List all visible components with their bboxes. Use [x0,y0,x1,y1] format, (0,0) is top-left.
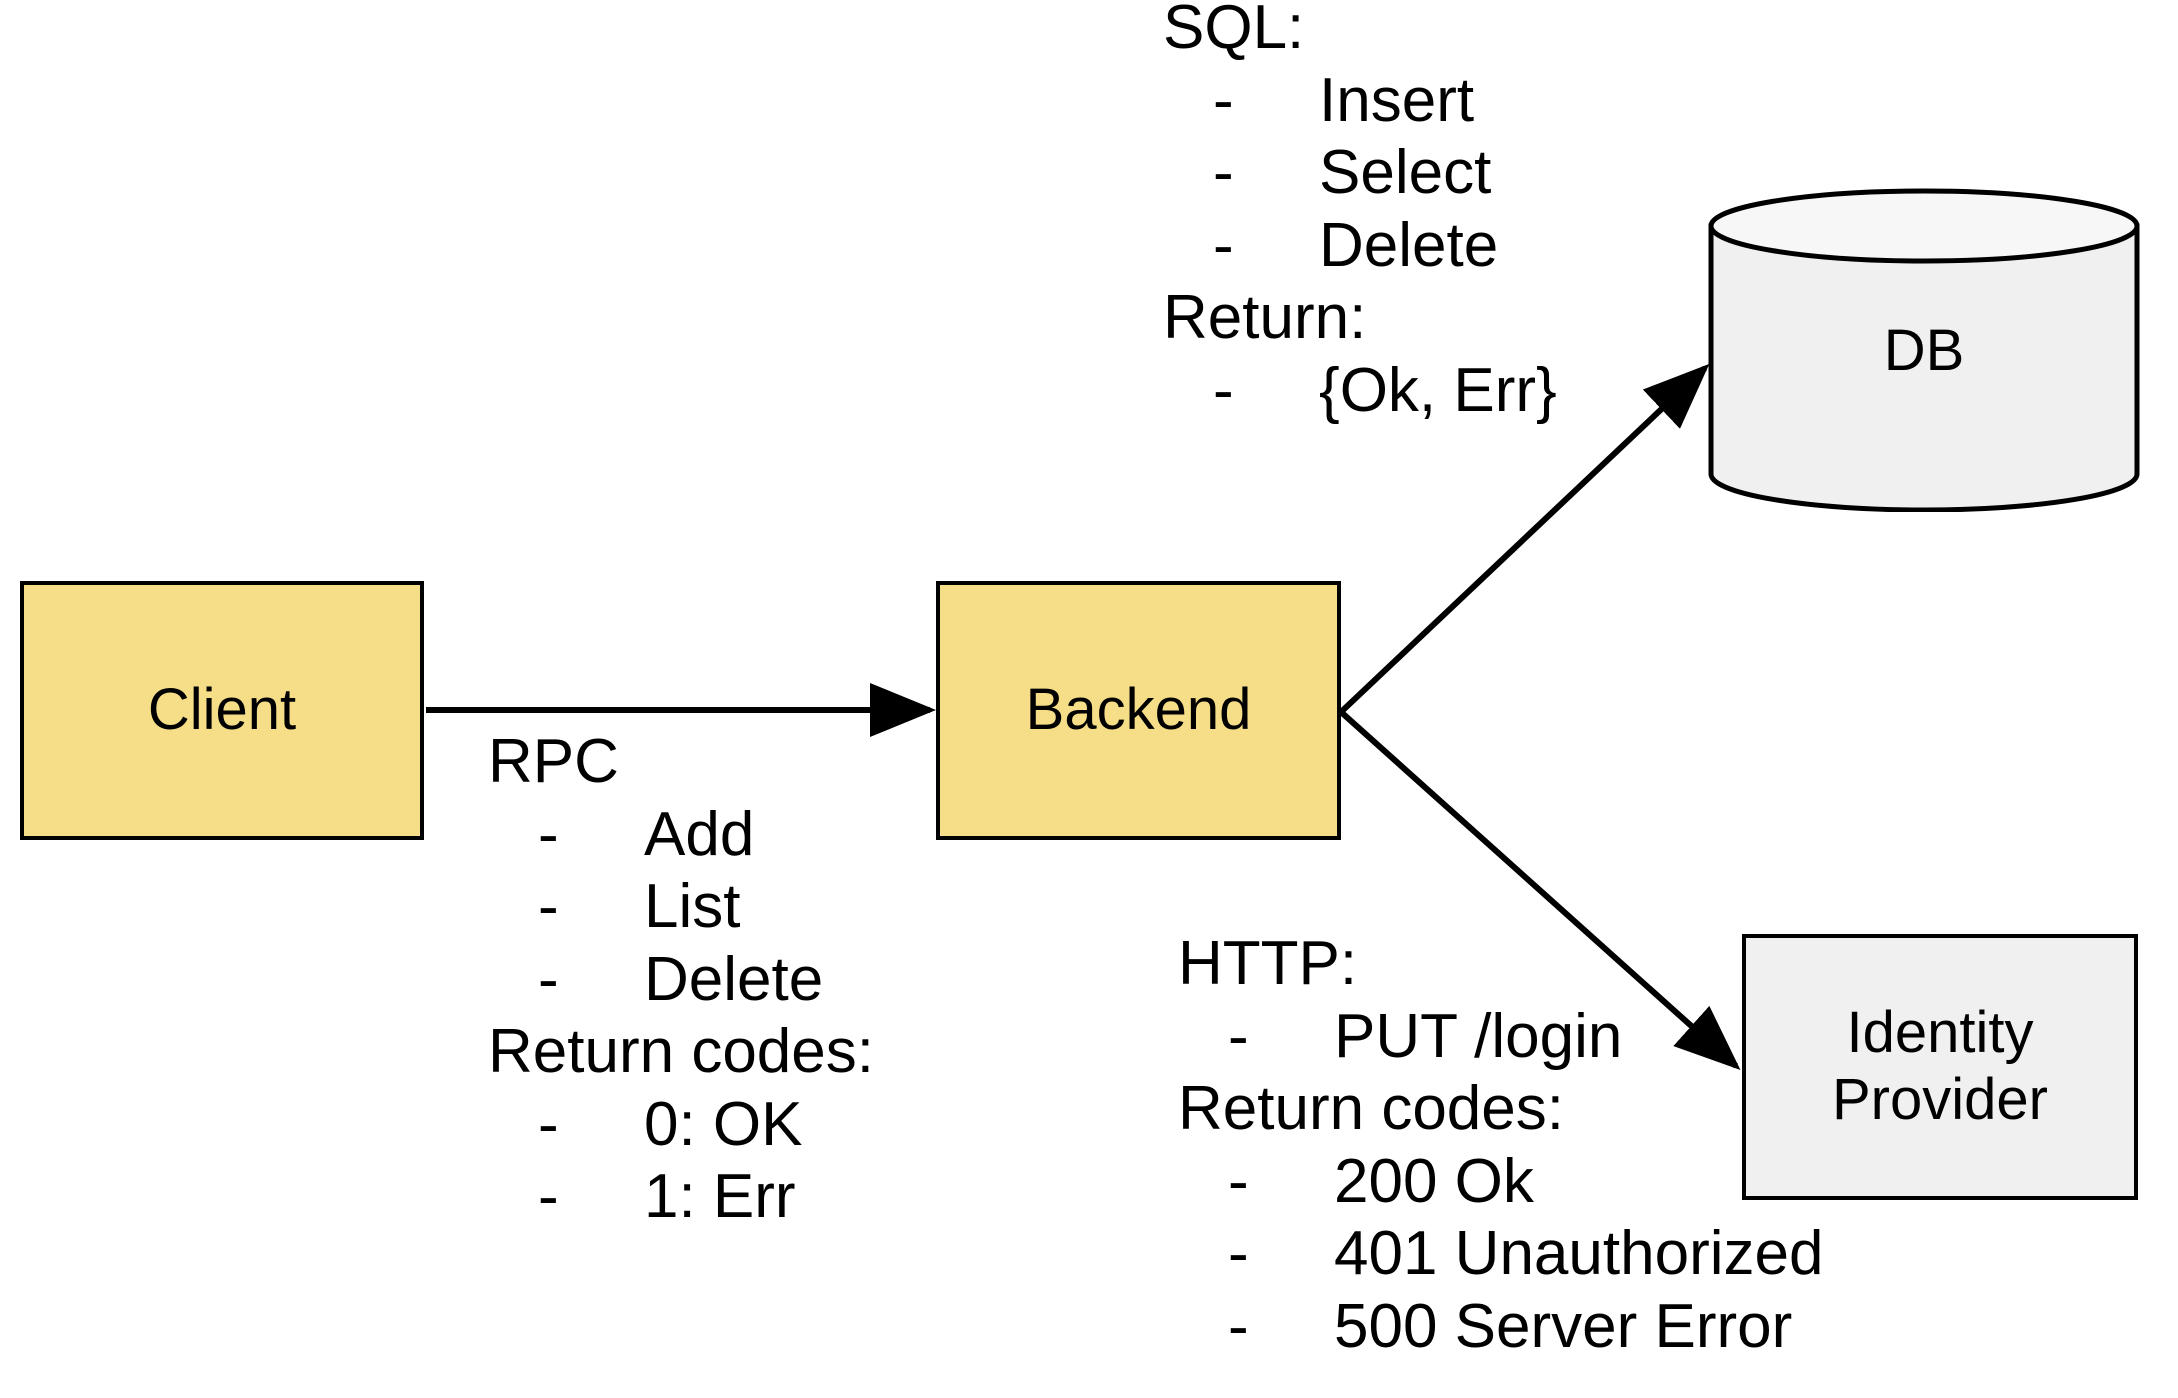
annotation-rpc-item-1-text: List [644,872,741,942]
node-backend-label: Backend [1025,677,1252,743]
bullet-dash: - [538,1089,559,1159]
bullet-dash: - [1228,1001,1249,1071]
bullet-dash: - [1213,138,1234,208]
node-client-label: Client [147,677,297,743]
node-db-label-wrap: DB [1708,188,2140,512]
annotation-http-return-1-text: 401 Unauthorized [1334,1219,1824,1289]
annotation-sql-item-2: - Delete [1163,210,1557,283]
annotation-sql-heading: SQL: [1163,0,1305,62]
node-backend[interactable]: Backend [936,581,1341,840]
annotation-sql-returns-heading: Return: [1163,283,1367,353]
bullet-dash: - [1213,65,1234,135]
annotation-http: HTTP: -PUT /login Return codes: -200 Ok … [1178,928,1823,1363]
annotation-rpc-return-1-text: 1: Err [644,1162,796,1232]
annotation-sql-item-0-text: Insert [1319,65,1475,135]
bullet-dash: - [538,872,559,942]
annotation-http-item-0: - PUT /login [1178,1001,1823,1074]
annotation-http-return-0: - 200 Ok [1178,1146,1823,1219]
bullet-dash: - [1228,1291,1249,1361]
annotation-rpc-return-1: - 1: Err [488,1161,874,1234]
annotation-http-return-2: - 500 Server Error [1178,1291,1823,1364]
node-identity-provider[interactable]: Identity Provider [1742,934,2138,1200]
annotation-rpc-item-2: - Delete [488,944,874,1017]
annotation-sql-item-1: - Select [1163,137,1557,210]
annotation-sql-item-0: - Insert [1163,65,1557,138]
annotation-http-return-2-text: 500 Server Error [1334,1291,1793,1361]
bullet-dash: - [538,944,559,1014]
bullet-dash: - [1228,1219,1249,1289]
annotation-rpc-item-2-text: Delete [644,944,824,1014]
node-db[interactable] [1708,188,2140,512]
annotation-rpc-item-1: - List [488,871,874,944]
annotation-sql-return-0: - {Ok, Err} [1163,355,1557,428]
db-cylinder-top [1708,188,2140,264]
node-identity-provider-label-line1: Identity [1846,1000,2034,1066]
db-cylinder-body [1708,223,2140,512]
bullet-dash: - [1213,210,1234,280]
annotation-rpc-return-0: - 0: OK [488,1089,874,1162]
annotation-sql-return-0-text: {Ok, Err} [1319,355,1557,425]
annotation-rpc-returns-heading: Return codes: [488,1017,874,1087]
bullet-dash: - [538,1162,559,1232]
annotation-sql-item-1-text: Select [1319,138,1492,208]
node-db-label: DB [1883,317,1965,383]
annotation-sql: SQL: - Insert - Select - Delete Return: - {O… [1163,0,1557,427]
annotation-http-heading: HTTP: [1178,929,1358,998]
node-identity-provider-label-line2: Provider [1832,1067,2048,1132]
bullet-dash: - [1213,355,1234,425]
bullet-dash: - [538,799,559,869]
annotation-http-return-0-text: 200 Ok [1334,1146,1534,1216]
annotation-http-item-0-text: PUT /login [1334,1001,1623,1071]
annotation-rpc-return-0-text: 0: OK [644,1089,803,1159]
annotation-http-returns-heading: Return codes: [1178,1074,1564,1144]
annotation-rpc-heading: RPC [488,727,619,796]
annotation-rpc-item-0-text: Add [644,799,755,869]
annotation-rpc-item-0: - Add [488,799,874,872]
annotation-http-return-1: - 401 Unauthorized [1178,1218,1823,1291]
node-client[interactable]: Client [20,581,424,840]
annotation-sql-item-2-text: Delete [1319,210,1499,280]
bullet-dash: - [1228,1146,1249,1216]
annotation-rpc: RPC - Add - List - Delete Return codes: - 0:… [488,726,874,1234]
node-identity-provider-label-wrap: Identity Provider [1832,1000,2048,1133]
